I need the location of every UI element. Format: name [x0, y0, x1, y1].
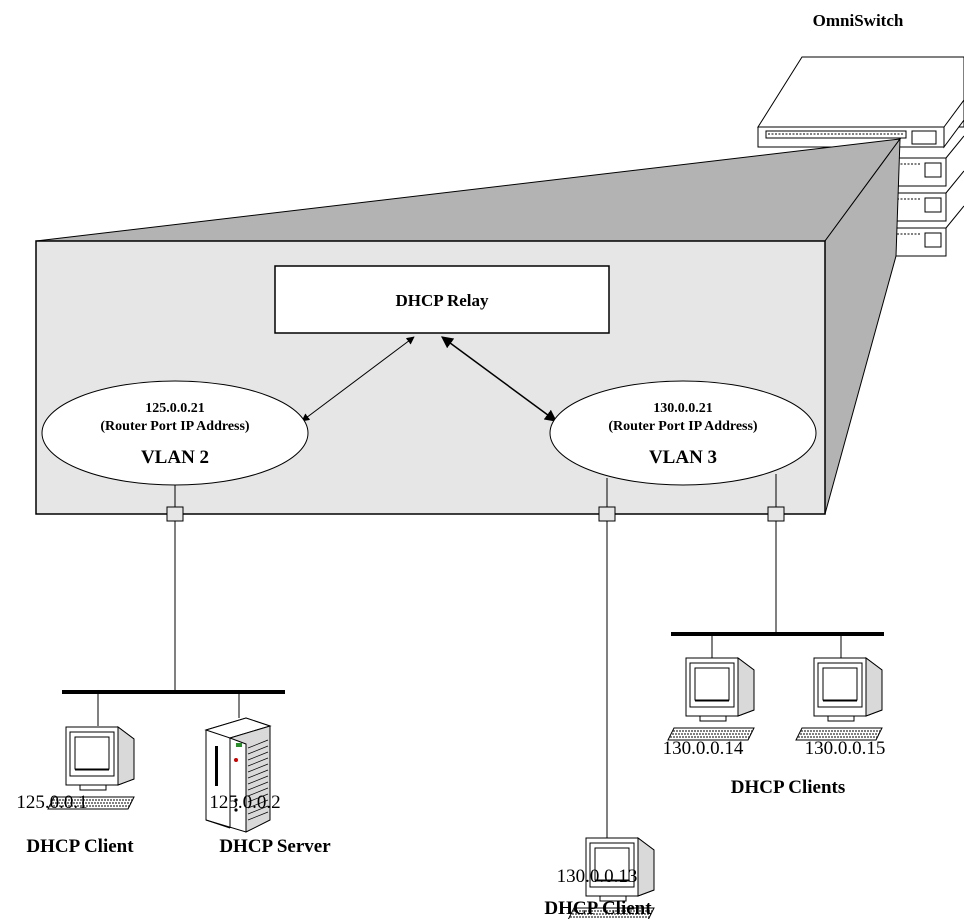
- zoom-wedge: [35, 138, 902, 242]
- vlan2-sub: (Router Port IP Address): [100, 419, 250, 434]
- host-role-client-left: DHCP Client: [26, 836, 134, 857]
- relay-link-vlan2: [301, 336, 415, 422]
- host-ip-125-0-0-1: 125.0.0.1: [16, 792, 87, 813]
- workstation-icon: [795, 657, 883, 741]
- vlan3-sub: (Router Port IP Address): [608, 419, 758, 434]
- host-ip-130-0-0-13: 130.0.0.13: [557, 866, 638, 887]
- group-label-dhcp-clients: DHCP Clients: [731, 777, 846, 798]
- dhcp-relay-box: [274, 265, 610, 334]
- host-ip-130-0-0-14: 130.0.0.14: [663, 738, 744, 759]
- vlan2-ip: 125.0.0.21: [145, 401, 205, 416]
- vlan3-port-a: [598, 506, 616, 522]
- omniswitch-label: OmniSwitch: [813, 11, 904, 30]
- vlan3-port-b: [767, 506, 785, 522]
- host-ip-125-0-0-2: 125.0.0.2: [209, 792, 280, 813]
- host-role-server: DHCP Server: [219, 836, 331, 857]
- vlan3-router-port: [549, 380, 817, 486]
- workstation-icon: [667, 657, 755, 741]
- host-role-client-bottom: DHCP Client: [544, 898, 652, 919]
- vlan3-ip: 130.0.0.21: [653, 401, 713, 416]
- vlan2-name: VLAN 2: [141, 447, 209, 468]
- dhcp-relay-label: DHCP Relay: [395, 291, 489, 310]
- vlan3-name: VLAN 3: [649, 447, 717, 468]
- relay-link-vlan3: [441, 336, 557, 422]
- host-ip-130-0-0-15: 130.0.0.15: [805, 738, 886, 759]
- vlan2-port: [166, 506, 184, 522]
- server-icon: [204, 717, 272, 833]
